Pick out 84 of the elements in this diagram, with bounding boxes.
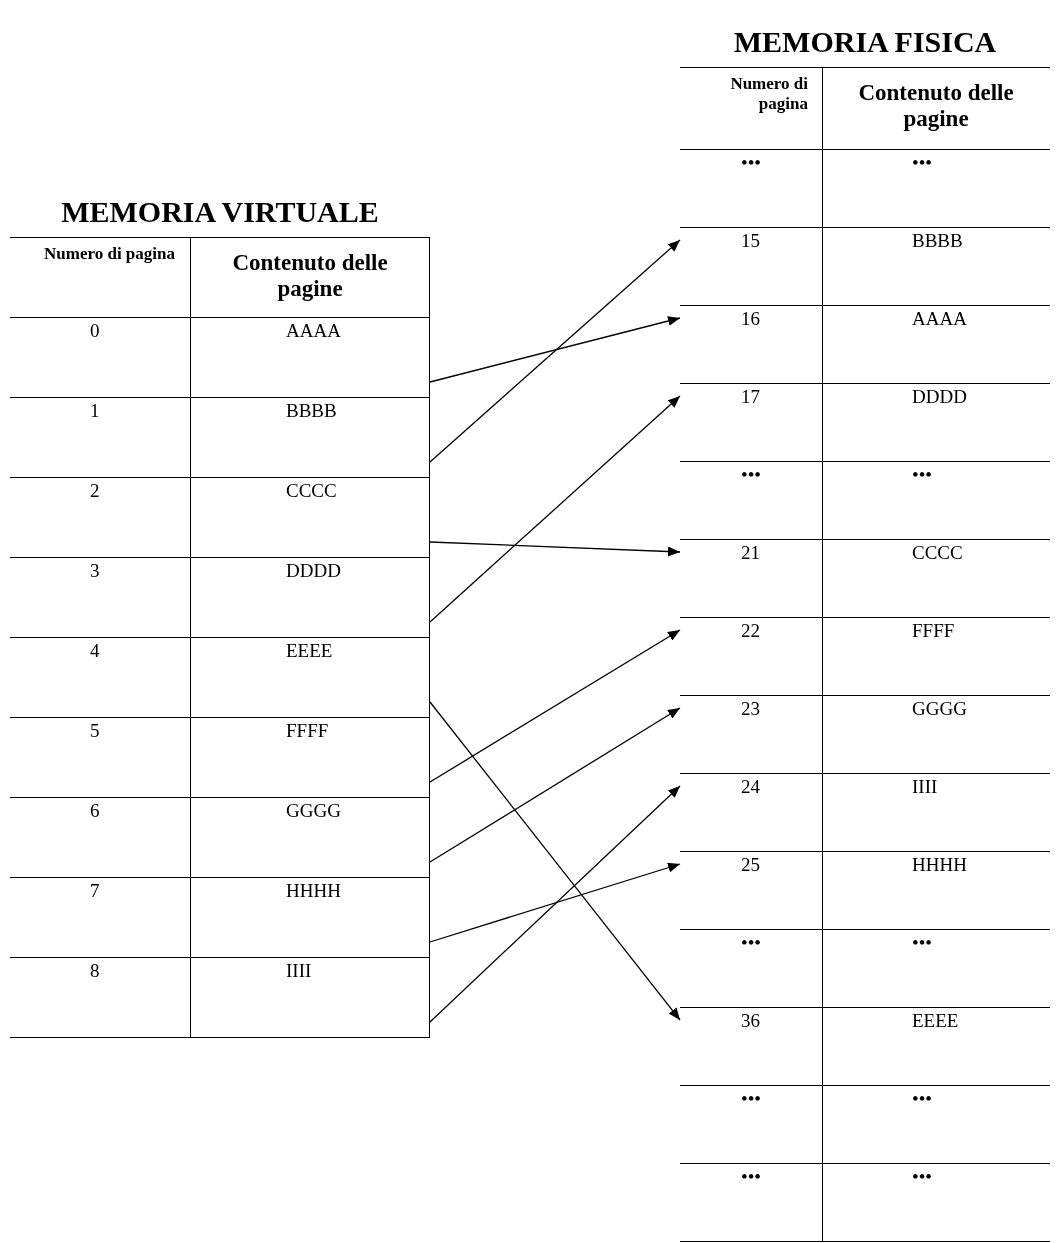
page-number: 22 — [741, 620, 760, 642]
table-row — [680, 774, 1050, 852]
page-content: ••• — [912, 932, 932, 954]
table-row — [680, 462, 1050, 540]
arrow — [429, 785, 681, 1023]
page-content: CCCC — [286, 480, 337, 502]
table-row — [10, 878, 430, 958]
page-number: 25 — [741, 854, 760, 876]
arrow — [429, 239, 681, 463]
page-content: FFFF — [912, 620, 955, 642]
page-number: 24 — [741, 776, 760, 798]
page-number: ••• — [741, 464, 761, 486]
page-number: 5 — [90, 720, 100, 742]
column-header: Numero di pagina — [43, 244, 175, 264]
page-content: IIII — [912, 776, 938, 798]
page-content: ••• — [912, 1166, 932, 1188]
page-number: 23 — [741, 698, 760, 720]
page-number: 7 — [90, 880, 100, 902]
table-row — [680, 228, 1050, 306]
page-number: 8 — [90, 960, 100, 982]
table-row — [680, 306, 1050, 384]
page-content: GGGG — [912, 698, 967, 720]
page-number: 4 — [90, 640, 100, 662]
page-number: ••• — [741, 932, 761, 954]
table-title: MEMORIA VIRTUALE — [60, 195, 380, 229]
arrow — [429, 316, 681, 383]
page-content: BBBB — [286, 400, 337, 422]
table-row — [10, 558, 430, 638]
arrow — [429, 707, 681, 863]
page-number: 6 — [90, 800, 100, 822]
arrow — [429, 701, 681, 1021]
page-number: 3 — [90, 560, 100, 582]
column-header: Numero di pagina — [729, 74, 808, 114]
page-content: AAAA — [286, 320, 341, 342]
page-content: CCCC — [912, 542, 963, 564]
page-number: 16 — [741, 308, 760, 330]
column-header: Contenuto delle pagine — [231, 250, 389, 302]
table-row — [680, 696, 1050, 774]
page-number: 21 — [741, 542, 760, 564]
page-number: ••• — [741, 152, 761, 174]
table-row — [680, 1164, 1050, 1242]
page-content: IIII — [286, 960, 312, 982]
page-content: GGGG — [286, 800, 341, 822]
table-row — [680, 1086, 1050, 1164]
table-row — [10, 318, 430, 398]
page-content: EEEE — [912, 1010, 959, 1032]
table-row — [680, 1008, 1050, 1086]
table-row — [10, 718, 430, 798]
table-row — [680, 384, 1050, 462]
table-row — [680, 540, 1050, 618]
page-number: 2 — [90, 480, 100, 502]
table-row — [10, 798, 430, 878]
table-row — [680, 930, 1050, 1008]
page-number: ••• — [741, 1166, 761, 1188]
column-header: Contenuto delle pagine — [857, 80, 1015, 132]
page-content: HHHH — [912, 854, 967, 876]
page-content: FFFF — [286, 720, 329, 742]
table-row — [680, 618, 1050, 696]
page-number: ••• — [741, 1088, 761, 1110]
table-row — [10, 958, 430, 1038]
page-content: BBBB — [912, 230, 963, 252]
page-number: 15 — [741, 230, 760, 252]
page-content: DDDD — [912, 386, 967, 408]
table-row — [10, 398, 430, 478]
page-number: 36 — [741, 1010, 760, 1032]
page-number: 0 — [90, 320, 100, 342]
page-number: 17 — [741, 386, 760, 408]
page-content: ••• — [912, 1088, 932, 1110]
arrow — [429, 395, 681, 623]
page-content: ••• — [912, 464, 932, 486]
page-content: ••• — [912, 152, 932, 174]
arrow — [429, 541, 681, 557]
table-row — [680, 852, 1050, 930]
page-content: DDDD — [286, 560, 341, 582]
page-content: HHHH — [286, 880, 341, 902]
arrow — [429, 629, 681, 783]
table-title: MEMORIA FISICA — [732, 25, 998, 59]
table-row — [10, 638, 430, 718]
page-content: AAAA — [912, 308, 967, 330]
page-content: EEEE — [286, 640, 333, 662]
page-number: 1 — [90, 400, 100, 422]
arrow — [429, 862, 681, 943]
table-row — [10, 478, 430, 558]
table-row — [680, 150, 1050, 228]
